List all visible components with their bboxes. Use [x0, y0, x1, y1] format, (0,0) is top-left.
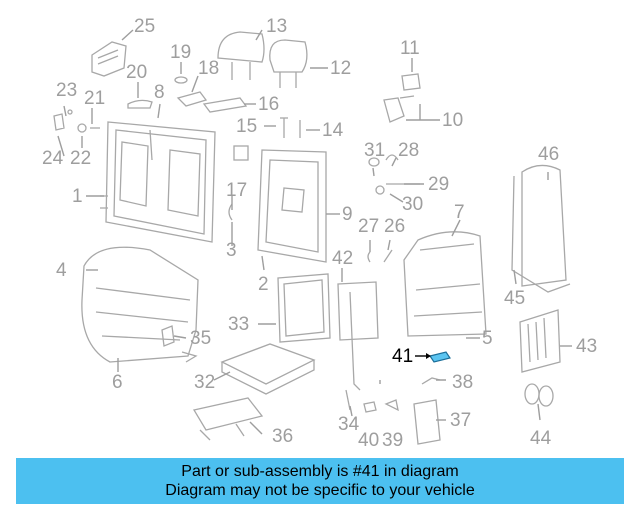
part-24-23-21-22-small	[53, 109, 100, 133]
callout-4: 4	[56, 260, 67, 281]
callout-labels: 25 13 12 19 18 20 16 11 10 15 14 23 21 2…	[42, 16, 597, 451]
part-7-5-seat-right	[403, 231, 487, 337]
callout-25: 25	[134, 16, 155, 37]
parts-diagram-svg: 25 13 12 19 18 20 16 11 10 15 14 23 21 2…	[42, 16, 597, 451]
callout-10: 10	[442, 110, 463, 131]
callout-7: 7	[454, 202, 465, 223]
callout-17: 17	[226, 180, 247, 201]
callout-46: 46	[538, 144, 559, 165]
part-9-seatback-center	[257, 149, 327, 263]
callout-39: 39	[382, 430, 403, 451]
callout-44: 44	[530, 428, 552, 449]
callout-2: 2	[258, 274, 269, 295]
callout-23: 23	[56, 80, 77, 101]
part-19-20-18-16	[127, 76, 248, 113]
callout-36: 36	[272, 426, 293, 447]
part-4-6-seat-cushion-left	[81, 246, 199, 363]
leader-lines	[57, 29, 572, 435]
callout-31: 31	[364, 140, 385, 161]
callout-14: 14	[322, 120, 344, 141]
callout-45: 45	[504, 288, 525, 309]
banner-line-disclaimer: Diagram may not be specific to your vehi…	[165, 482, 475, 499]
part-35-bracket	[161, 325, 175, 347]
callout-1: 1	[72, 186, 83, 207]
info-banner: Part or sub-assembly is #41 in diagram D…	[16, 458, 624, 504]
part-43-panel	[519, 309, 561, 373]
part-11-10-clips	[383, 73, 421, 123]
part-44-discs	[524, 383, 554, 407]
callout-29: 29	[428, 174, 449, 195]
callout-15: 15	[236, 116, 257, 137]
callout-24: 24	[42, 148, 64, 169]
callout-42: 42	[332, 248, 353, 269]
callout-26: 26	[384, 216, 405, 237]
leader-41-arrowhead	[426, 353, 431, 359]
callout-19: 19	[170, 42, 191, 63]
part-25-bracket	[91, 41, 127, 77]
callout-41: 41	[392, 346, 413, 367]
part-32-cushion-pad	[220, 343, 316, 395]
callout-40: 40	[358, 430, 379, 451]
callout-43: 43	[576, 336, 597, 357]
callout-9: 9	[342, 204, 353, 225]
callout-28: 28	[398, 140, 419, 161]
part-13-12-headrests	[217, 31, 308, 88]
callout-3: 3	[226, 240, 237, 261]
callout-11: 11	[400, 38, 420, 59]
callout-16: 16	[258, 94, 279, 115]
parts-diagram: 25 13 12 19 18 20 16 11 10 15 14 23 21 2…	[42, 16, 597, 451]
callout-32: 32	[194, 372, 215, 393]
part-46-45-frame-right	[511, 164, 571, 293]
callout-27: 27	[358, 216, 379, 237]
callout-38: 38	[452, 372, 473, 393]
callout-35: 35	[190, 328, 211, 349]
callout-21: 21	[84, 88, 105, 109]
callout-18: 18	[198, 58, 219, 79]
banner-line-part-number: Part or sub-assembly is #41 in diagram	[181, 463, 459, 480]
callout-8: 8	[154, 82, 165, 103]
part-15-14-17	[228, 117, 301, 221]
callout-20: 20	[126, 62, 147, 83]
part-41-highlighted	[429, 351, 451, 363]
callout-34: 34	[338, 414, 360, 435]
callout-12: 12	[330, 58, 351, 79]
part-8-1-seatback-left	[100, 121, 216, 243]
callout-5: 5	[482, 328, 493, 349]
callout-30: 30	[402, 194, 423, 215]
part-2-33-42-frames	[277, 273, 379, 391]
part-36-seat-frame	[192, 397, 264, 441]
callout-13: 13	[266, 16, 287, 37]
callout-37: 37	[450, 410, 471, 431]
callout-6: 6	[112, 372, 123, 393]
callout-33: 33	[228, 314, 249, 335]
callout-22: 22	[70, 148, 91, 169]
